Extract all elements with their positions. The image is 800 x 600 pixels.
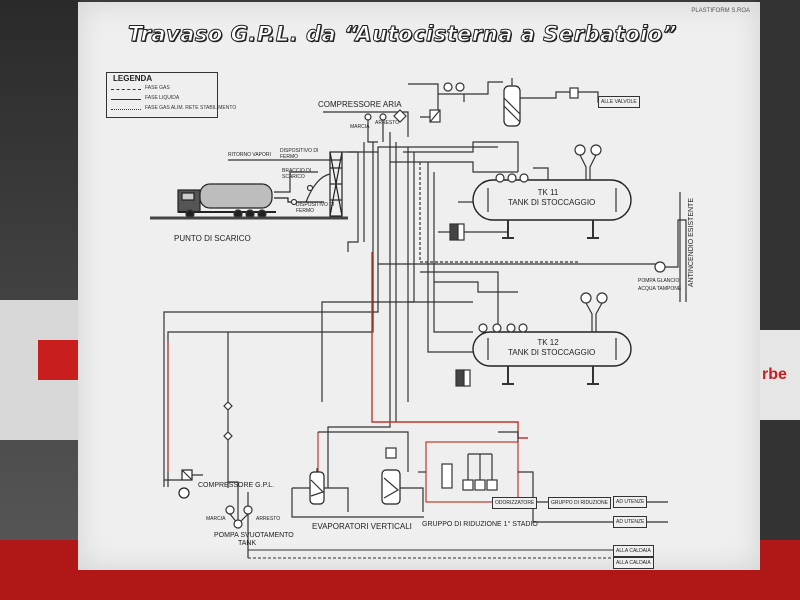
label-ad-utenze-2: AD UTENZE	[613, 516, 648, 528]
background-sign-left	[0, 300, 80, 440]
label-arresto-bottom: ARRESTO	[256, 516, 281, 522]
diagram-board: Travaso G.P.L. da “Autocisterna a Serbat…	[78, 2, 760, 570]
evaporator-2-icon	[381, 447, 401, 505]
label-antincendio: ANTINCENDIO ESISTENTE	[688, 198, 695, 288]
label-alla-caldaia-1: ALLA CALDAIA	[613, 545, 654, 557]
label-marcia: MARCIA	[350, 124, 370, 130]
label-ritorno-vapori: RITORNO VAPORI	[228, 152, 271, 158]
label-ad-utenze-1: AD UTENZE	[613, 496, 648, 508]
label-acqua-tampone: ACQUA TAMPONE	[638, 286, 682, 292]
diagram-title: Travaso G.P.L. da “Autocisterna a Serbat…	[128, 22, 677, 47]
label-gruppo-box: GRUPPO DI RIDUZIONE	[548, 497, 611, 509]
label-dispositivo-fermo-bottom: DISPOSITIVO DI FERMO	[296, 202, 335, 214]
label-dispositivo-fermo-top: DISPOSITIVO DI FERMO	[280, 148, 319, 160]
label-tk11: TK 11 TANK DI STOCCAGGIO	[508, 188, 596, 207]
label-punto-scarico: PUNTO DI SCARICO	[174, 234, 251, 243]
label-odorizzatore: ODORIZZATORE	[492, 497, 538, 509]
label-braccio-scarico: BRACCIO DI SCARICO	[282, 168, 312, 180]
label-tk12: TK 12 TANK DI STOCCAGGIO	[508, 338, 596, 357]
legend-item-liquid: FASE LIQUIDA	[111, 95, 215, 104]
tank-tk12	[472, 331, 632, 385]
background-right	[755, 0, 800, 600]
legend-title: LEGENDA	[113, 74, 153, 83]
legend-item-network: FASE GAS ALIM. RETE STABILIMENTO	[111, 105, 236, 114]
legend-item-gas: FASE GAS	[111, 85, 215, 94]
maker-label: PLASTIFORM S.ROA	[691, 8, 750, 14]
label-pompa-glancio: POMPA GLANCIO	[638, 278, 680, 284]
label-alle-valvole: ALLE VALVOLE	[598, 96, 640, 108]
legend: LEGENDA FASE GAS FASE LIQUIDA FASE GAS A…	[106, 72, 236, 118]
background-sign-right: rbe	[758, 330, 800, 420]
label-alla-caldaia-2: ALLA CALDAIA	[613, 557, 654, 569]
label-arresto: ARRESTO	[375, 120, 400, 126]
truck-icon	[177, 183, 276, 219]
label-gruppo-riduzione: GRUPPO DI RIDUZIONE 1° STADIO	[422, 521, 538, 528]
label-pompa-svuotamento: POMPA SVUOTAMENTO	[214, 532, 294, 539]
label-pompa-svuotamento-tank: TANK	[238, 540, 257, 547]
label-marcia-bottom: MARCIA	[206, 516, 226, 522]
process-diagram	[150, 78, 687, 559]
evaporator-1-icon	[309, 468, 325, 505]
loading-arm-icon	[329, 151, 343, 217]
label-compressore-aria: COMPRESSORE ARIA	[318, 100, 402, 109]
label-compressore-gpl: COMPRESSORE G.P.L.	[198, 482, 275, 489]
tank-tk11	[472, 179, 632, 239]
label-evaporatori: EVAPORATORI VERTICALI	[312, 522, 412, 531]
